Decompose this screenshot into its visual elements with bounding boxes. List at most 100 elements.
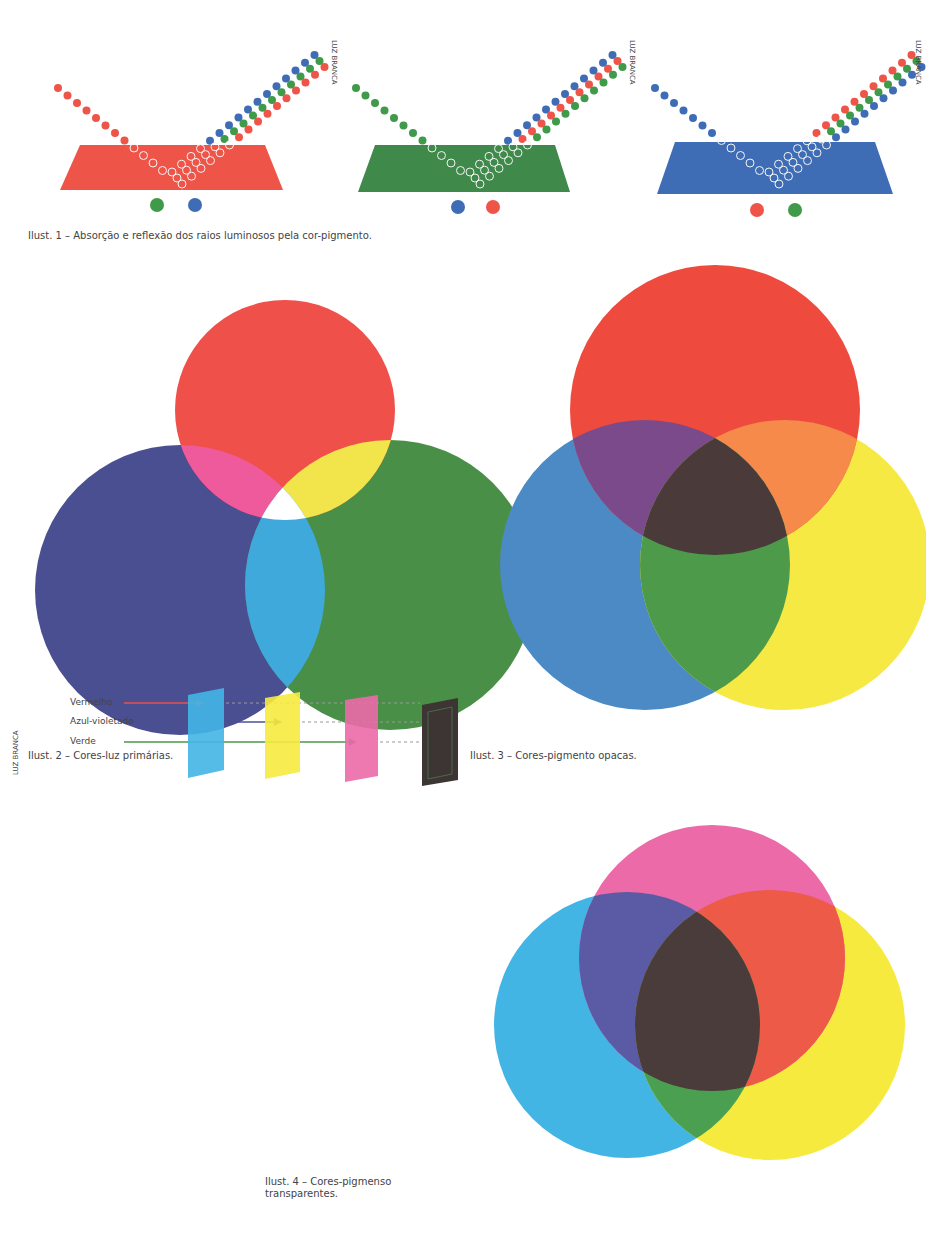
- light-dot: [83, 107, 91, 115]
- green-ray: [124, 741, 356, 743]
- yellow-circle: [635, 890, 905, 1160]
- magenta-filter: [345, 695, 378, 782]
- light-dot: [756, 167, 764, 175]
- light-dot: [899, 79, 907, 87]
- light-dot: [159, 167, 167, 175]
- light-dot: [842, 125, 850, 133]
- light-dot: [851, 118, 859, 126]
- light-dot: [889, 86, 897, 94]
- light-dot: [505, 157, 513, 165]
- light-dot: [543, 125, 551, 133]
- light-dot: [73, 99, 81, 107]
- light-circles: [35, 300, 535, 735]
- transparent-circles: [494, 825, 905, 1160]
- light-dot: [188, 172, 196, 180]
- light-dot: [207, 157, 215, 165]
- yellow-filter: [265, 692, 300, 779]
- light-dot: [438, 152, 446, 160]
- light-dot: [130, 144, 138, 152]
- light-dot: [661, 92, 669, 100]
- light-label: LUZ BRANCA: [12, 730, 20, 775]
- light-label: LUZ BRANCA: [914, 40, 922, 85]
- light-dot: [600, 79, 608, 87]
- light-dot: [428, 144, 436, 152]
- light-dot: [226, 141, 234, 149]
- light-dot: [880, 94, 888, 102]
- absorbed-dot: [451, 200, 465, 214]
- light-dot: [609, 71, 617, 79]
- light-dot: [457, 167, 465, 175]
- red-pigment: [60, 145, 283, 190]
- light-dot: [571, 102, 579, 110]
- light-dot: [245, 125, 253, 133]
- light-dot: [718, 137, 726, 145]
- light-dot: [708, 129, 716, 137]
- light-dot: [651, 84, 659, 92]
- ray-label: Azul-violetado: [70, 716, 134, 727]
- light-dot: [292, 86, 300, 94]
- light-dot: [400, 122, 408, 130]
- figure-caption: Ilust. 2 – Cores-luz primárias.: [28, 750, 173, 762]
- light-dot: [562, 110, 570, 118]
- light-dot: [362, 92, 370, 100]
- absorbed-dot: [150, 198, 164, 212]
- filters: [124, 688, 458, 786]
- light-dot: [352, 84, 360, 92]
- cyan-overlap: [245, 440, 535, 730]
- green-overlap: [640, 420, 926, 710]
- light-dot: [727, 144, 735, 152]
- light-dot: [552, 118, 560, 126]
- light-dot: [804, 157, 812, 165]
- dashed-ray: [226, 703, 420, 704]
- light-dot: [670, 99, 678, 107]
- light-dot: [264, 110, 272, 118]
- light-dot: [533, 133, 541, 141]
- light-dot: [495, 164, 503, 172]
- light-dot: [680, 107, 688, 115]
- light-dot: [689, 114, 697, 122]
- light-dot: [381, 107, 389, 115]
- ray-label: Vermelho: [70, 697, 113, 708]
- blue-pigment: [657, 142, 893, 194]
- light-dot: [371, 99, 379, 107]
- opaque-circles: [500, 265, 926, 710]
- light-dot: [590, 86, 598, 94]
- figure-caption: Ilust. 3 – Cores-pigmento opacas.: [470, 750, 637, 762]
- light-dot: [832, 133, 840, 141]
- dark-overlap: [640, 420, 926, 710]
- light-dot: [823, 141, 831, 149]
- light-dot: [302, 79, 310, 87]
- light-label: LUZ BRANCA: [628, 40, 636, 85]
- light-dot: [524, 141, 532, 149]
- figure-caption: Ilust. 4 – Cores-pigmenso transparentes.: [265, 1176, 445, 1200]
- light-dot: [92, 114, 100, 122]
- light-dot: [870, 102, 878, 110]
- light-dot: [409, 129, 417, 137]
- green-light: [245, 440, 535, 730]
- light-dot: [861, 110, 869, 118]
- light-dot: [813, 149, 821, 157]
- light-label: LUZ BRANCA: [330, 40, 338, 85]
- light-dot: [111, 129, 119, 137]
- light-rays: [54, 51, 926, 188]
- absorbed-dot: [486, 200, 500, 214]
- dashed-ray: [380, 742, 420, 743]
- dark-filter: [422, 698, 458, 786]
- light-dot: [486, 172, 494, 180]
- figure-caption: Ilust. 1 – Absorção e reflexão dos raios…: [28, 230, 372, 242]
- cyan-filter: [188, 688, 224, 778]
- green-pigment: [358, 145, 570, 192]
- red-overlap: [635, 890, 905, 1160]
- light-dot: [514, 149, 522, 157]
- light-dot: [746, 159, 754, 167]
- yellow-pigment-circle: [640, 420, 926, 710]
- light-dot: [785, 172, 793, 180]
- light-dot: [54, 84, 62, 92]
- light-dot: [121, 137, 129, 145]
- light-dot: [775, 180, 783, 188]
- light-dot: [699, 122, 707, 130]
- light-dot: [321, 63, 329, 71]
- light-dot: [235, 133, 243, 141]
- light-dot: [794, 164, 802, 172]
